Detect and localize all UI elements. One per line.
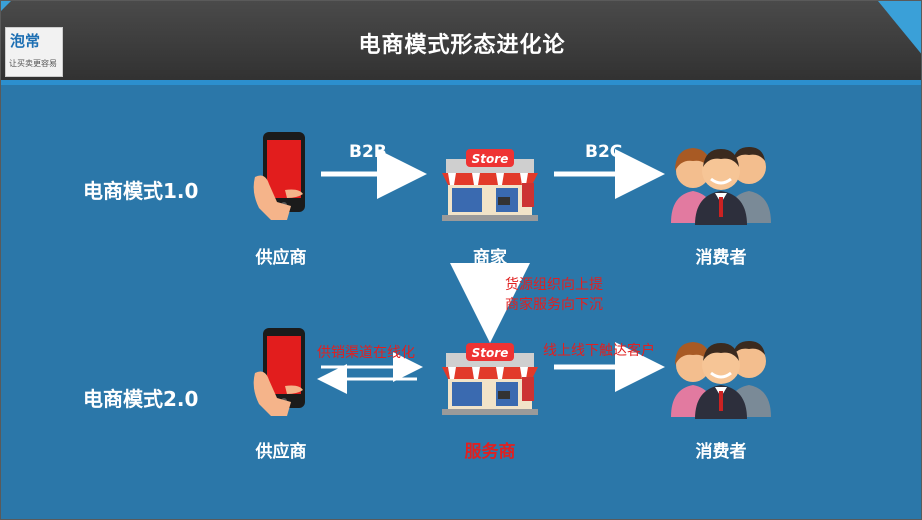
b2c-label: B2C (585, 142, 623, 162)
channel-online-note: 供销渠道在线化 (317, 345, 415, 361)
header-underline (1, 80, 921, 85)
logo-slogan: 让买卖更容易 (9, 59, 57, 68)
supplier-label-1: 供应商 (255, 248, 307, 268)
consumer-label-2: 消费者 (695, 442, 747, 462)
page-title: 电商模式形态进化论 (358, 33, 566, 58)
supplier-label-2: 供应商 (255, 442, 307, 462)
smartphone-hand-icon (253, 132, 305, 220)
header-bar: 泡常 让买卖更容易 电商模式形态进化论 (1, 1, 921, 85)
store-icon: Store (442, 343, 538, 415)
mode-1-label: 电商模式1.0 (83, 179, 199, 203)
store-sign-text: Store (472, 152, 509, 166)
mode-2-label: 电商模式2.0 (83, 387, 199, 411)
reach-customers-note: 线上线下触达客户 (543, 343, 655, 359)
corner-accent-left (1, 1, 11, 11)
store-icon: Store (442, 149, 538, 221)
consumer-label-1: 消费者 (695, 248, 747, 268)
logo-mark: 泡常 (10, 32, 41, 50)
store-sign-text: Store (472, 346, 509, 360)
b2b-label: B2B (349, 142, 387, 162)
smartphone-hand-icon (253, 328, 305, 416)
merchant-label: 商家 (473, 248, 507, 268)
service-provider-label: 服务商 (464, 442, 516, 462)
corner-accent-right (878, 1, 921, 56)
transition-note-1: 货源组织向上提 (505, 277, 603, 293)
company-logo: 泡常 让买卖更容易 (5, 27, 63, 77)
consumers-icon (671, 147, 771, 225)
consumers-icon (671, 341, 771, 419)
transition-note-2: 商家服务向下沉 (505, 297, 603, 313)
